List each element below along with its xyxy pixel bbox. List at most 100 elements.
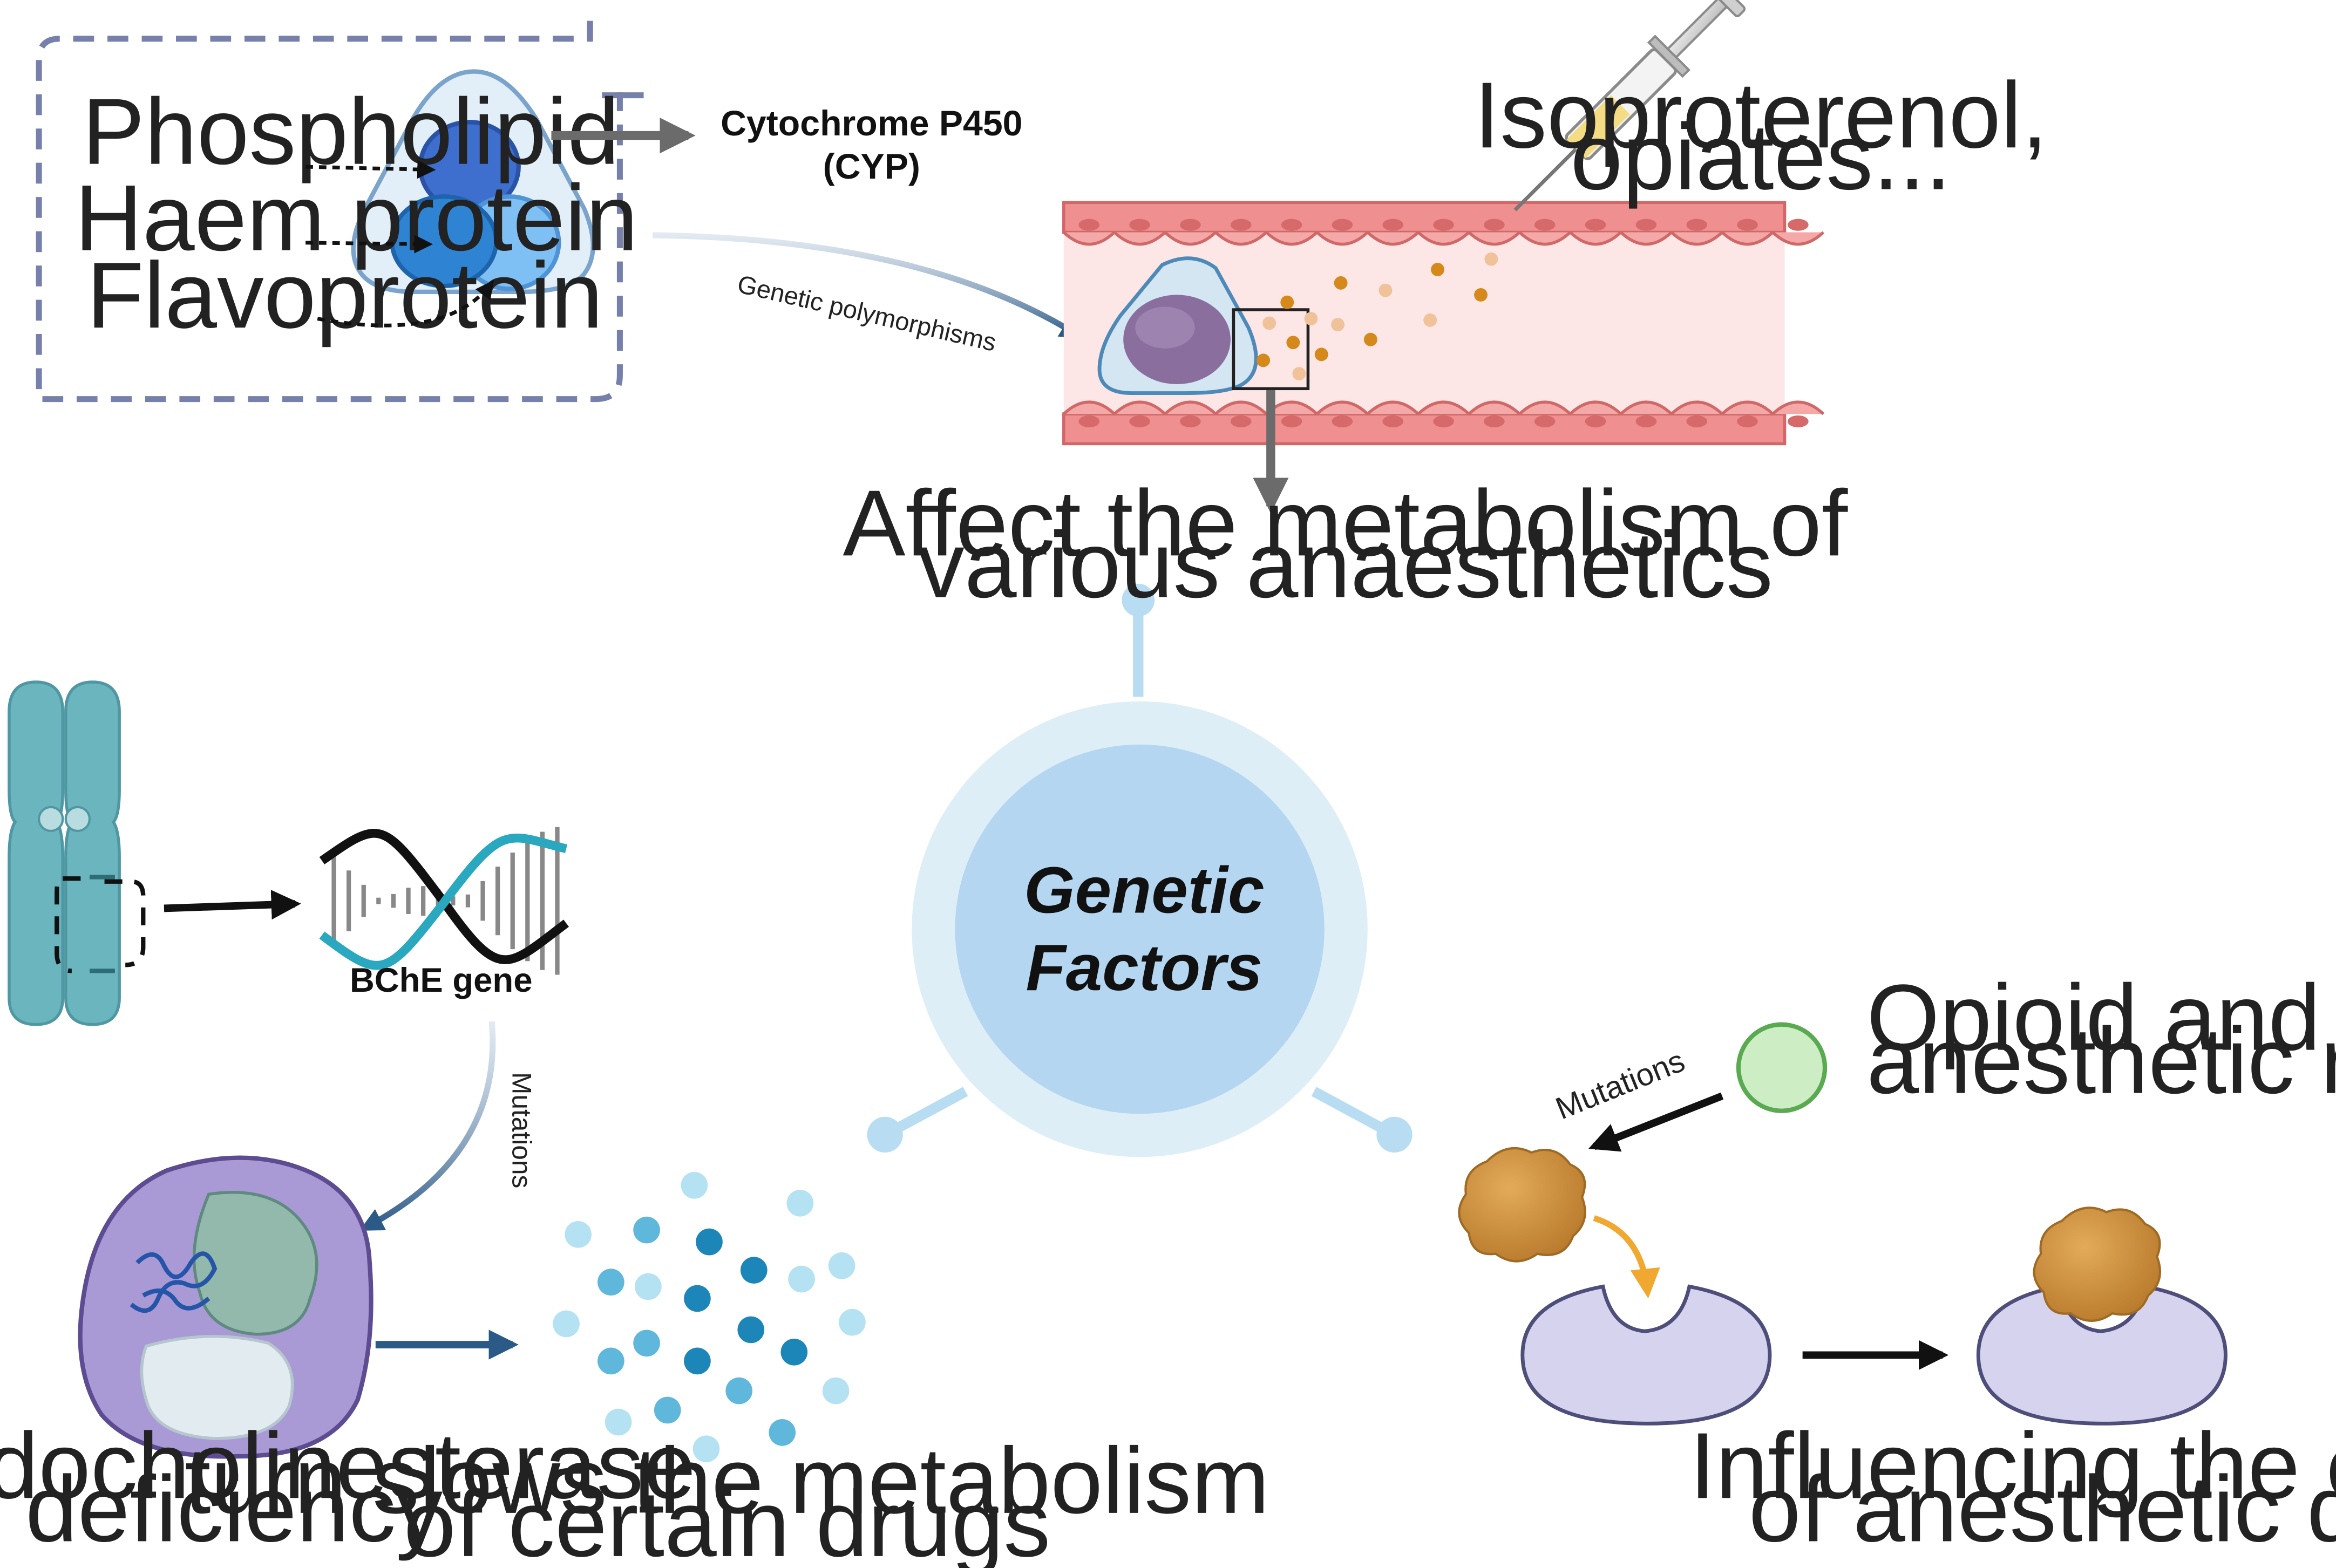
- wall-nucleus: [1534, 219, 1556, 231]
- deficiency-line1: Pseudocholinesterase: [0, 1413, 696, 1518]
- drug-particles: [1257, 252, 1498, 381]
- result-line2: of certain drugs: [404, 1471, 1050, 1568]
- wall-cell: [1417, 231, 1470, 246]
- vessel-cyp-cluster-highlight: [1135, 306, 1195, 349]
- wall-nucleus: [1129, 219, 1150, 231]
- cyp-label-flavoprotein: Flavoprotein: [86, 243, 603, 347]
- bound-ligand-icon: [2033, 1206, 2161, 1322]
- wall-cell: [1164, 400, 1217, 415]
- connector-left: [888, 1087, 968, 1136]
- wall-cell: [1569, 400, 1622, 415]
- wall-cell: [1468, 400, 1521, 415]
- drug-sphere: [684, 1285, 711, 1312]
- wall-cell: [1771, 231, 1825, 246]
- drug-spheres: [553, 1171, 866, 1463]
- wall-nucleus: [1635, 415, 1657, 428]
- drug-sphere: [633, 1330, 660, 1357]
- chromosome-to-gene-arrow: [164, 890, 301, 920]
- drug-sphere: [565, 1221, 592, 1248]
- wall-nucleus: [1129, 415, 1150, 428]
- receptor-mutation-arrow: [1588, 1092, 1724, 1152]
- bche-mutation-arrow: [359, 1021, 496, 1231]
- hub-title-line2: Factors: [1026, 931, 1263, 1004]
- vessel-effect-line1: Affect the metabolism of: [843, 471, 1848, 575]
- drug-particle: [1378, 283, 1393, 297]
- drug-sphere: [605, 1408, 632, 1436]
- haem-pointer: [305, 235, 433, 254]
- receptor-line1: Opioid and volatile: [1866, 965, 2336, 1070]
- connector-top-dot: [1122, 583, 1155, 617]
- wall-cell: [1113, 231, 1166, 246]
- wall-cell: [1670, 231, 1723, 246]
- wall-nucleus: [1788, 415, 1809, 428]
- vessel-wall-bottom: [1062, 412, 1787, 446]
- cyp-label-haem: Haem protein: [74, 166, 638, 270]
- wall-nucleus: [1332, 415, 1353, 428]
- center-hub: Genetic Factors: [867, 583, 1413, 1157]
- drug-sphere: [788, 1265, 815, 1293]
- drug-particle: [1334, 276, 1348, 290]
- drug-particle: [1363, 332, 1377, 346]
- wall-cell: [1164, 231, 1217, 246]
- wall-nucleus: [1484, 219, 1505, 231]
- wall-cell: [1670, 400, 1723, 415]
- syringe-icon: [1513, 0, 1746, 212]
- drug-particle: [1292, 367, 1306, 381]
- drug-sphere: [769, 1419, 796, 1446]
- deficiency-line2: deficiency: [25, 1456, 443, 1561]
- wall-nucleus: [1737, 415, 1758, 428]
- hub-title-line1: Genetic: [1024, 854, 1264, 927]
- wall-nucleus: [1382, 415, 1404, 428]
- drug-label-line1: Isoproterenol,: [1474, 63, 2048, 167]
- drug-particle: [1474, 288, 1488, 302]
- wall-cell: [1316, 400, 1369, 415]
- wall-nucleus: [1686, 219, 1708, 231]
- bche-panel: BChE gene Mutations Pseudocholinesterase…: [0, 680, 1269, 1568]
- drug-particle: [1280, 295, 1294, 309]
- wall-nucleus: [1281, 219, 1302, 231]
- wall-nucleus: [1635, 219, 1657, 231]
- cyp-haem-lobe: [390, 194, 499, 289]
- vessel-effect-line2: various anaesthetics: [918, 513, 1773, 617]
- flavoprotein-pointer: [317, 279, 494, 328]
- drug-sphere: [692, 1435, 720, 1463]
- cell-icon: [78, 1155, 374, 1459]
- bche-gene-label: BChE gene: [350, 962, 533, 999]
- wall-nucleus: [1585, 219, 1606, 231]
- connector-right-dot: [1376, 1116, 1413, 1153]
- wall-cell: [1214, 400, 1268, 415]
- zoom-box: [1232, 308, 1310, 391]
- wall-cell: [1062, 400, 1116, 415]
- wall-nucleus: [1230, 415, 1252, 428]
- wall-cell: [1468, 231, 1521, 246]
- vessel-wall-cells: [1062, 219, 1825, 428]
- wall-cell: [1569, 231, 1622, 246]
- result-line1: turn slows the metabolism: [185, 1428, 1269, 1533]
- wall-cell: [1366, 400, 1420, 415]
- drug-particle: [1262, 316, 1276, 330]
- receptor-empty: [1520, 1284, 1772, 1426]
- wall-nucleus: [1230, 219, 1252, 231]
- wall-nucleus: [1585, 415, 1606, 428]
- drug-particle: [1431, 263, 1444, 276]
- wall-cell: [1366, 231, 1420, 246]
- connector-right: [1311, 1087, 1391, 1136]
- wall-cell: [1721, 231, 1774, 246]
- ligand-icon: [1458, 1147, 1586, 1263]
- wall-nucleus: [1180, 415, 1201, 428]
- wall-cell: [1620, 400, 1673, 415]
- wall-cell: [1771, 400, 1825, 415]
- wall-cell: [1417, 400, 1470, 415]
- wall-nucleus: [1433, 415, 1454, 428]
- polymorphism-arrow: [653, 232, 1084, 339]
- drug-sphere: [786, 1190, 814, 1217]
- drug-sphere: [635, 1273, 662, 1300]
- wall-nucleus: [1332, 219, 1353, 231]
- drug-sphere: [828, 1252, 855, 1279]
- drug-sphere: [684, 1347, 711, 1375]
- drug-particle: [1331, 318, 1345, 332]
- drug-particle: [1484, 252, 1498, 266]
- wall-nucleus: [1737, 219, 1758, 231]
- receptor-circle-icon: [1736, 1022, 1828, 1113]
